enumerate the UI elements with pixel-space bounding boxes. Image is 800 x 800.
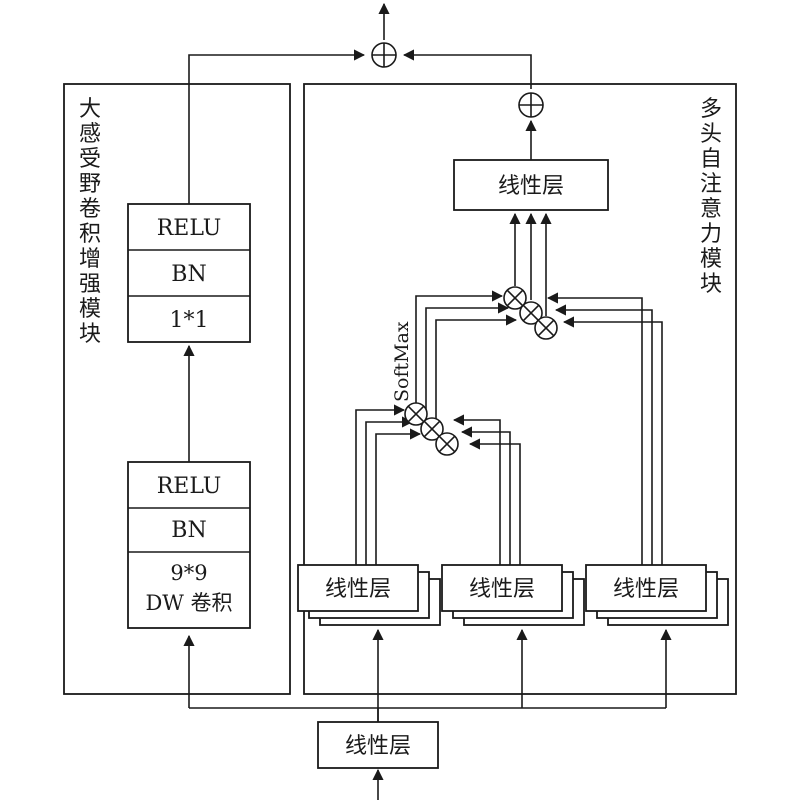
wire-q3 — [375, 428, 422, 565]
wire-left-to-final-add — [188, 49, 366, 204]
wire-k2 — [460, 426, 511, 565]
input-linear-layer: 线性层 — [317, 721, 439, 769]
softmax-label: SoftMax — [391, 321, 413, 402]
conv-1x1-block: RELU BN 1*1 — [127, 203, 251, 343]
wire-v3 — [562, 316, 663, 565]
input-linear-layer-q: 线性层 — [297, 564, 441, 626]
wire-add-to-final-add — [402, 49, 532, 89]
linear-label: 线性层 — [345, 734, 411, 759]
multiply-operator — [435, 432, 459, 456]
conv-size-label: 9*9 — [170, 561, 207, 585]
linear-label: 线性层 — [498, 174, 564, 199]
dw-conv-label: DW 卷积 — [145, 591, 232, 615]
wire-attn3 — [435, 314, 518, 432]
multiply-operator — [404, 402, 428, 426]
linear-label: 线性层 — [613, 577, 679, 602]
left-title-char: 受 — [79, 147, 101, 172]
left-module-title: 大 感 受 野 卷 积 增 强 模 块 — [79, 97, 101, 347]
multiply-operator-group-av — [503, 286, 558, 340]
wire-q1 — [355, 404, 406, 565]
right-title-char: 模 — [700, 247, 722, 272]
wire-k1 — [452, 414, 501, 565]
right-title-char: 多 — [700, 97, 722, 122]
wire-v1 — [546, 292, 643, 565]
left-title-char: 野 — [79, 172, 101, 197]
left-title-char: 大 — [79, 97, 101, 122]
right-title-char: 力 — [700, 222, 722, 247]
multiply-operator — [420, 417, 444, 441]
left-title-char: 积 — [79, 222, 101, 247]
right-title-char: 注 — [700, 172, 722, 197]
right-title-char: 意 — [700, 197, 722, 222]
multiply-operator-group-qk — [404, 402, 459, 456]
left-title-char: 增 — [79, 247, 101, 272]
multiply-operator — [503, 286, 527, 310]
right-title-char: 自 — [700, 147, 722, 172]
linear-label: 线性层 — [325, 577, 391, 602]
left-title-char: 块 — [79, 322, 101, 347]
right-title-char: 块 — [700, 272, 722, 297]
right-module-title: 多 头 自 注 意 力 模 块 — [700, 97, 722, 297]
left-title-char: 模 — [79, 297, 101, 322]
wire-q2 — [365, 416, 414, 565]
bn-label: BN — [171, 262, 206, 287]
multiply-operator — [519, 301, 543, 325]
left-title-char: 感 — [79, 122, 101, 147]
linear-label: 线性层 — [469, 577, 535, 602]
input-linear-layer-k: 线性层 — [441, 564, 585, 626]
output-linear-layer: 线性层 — [453, 159, 609, 211]
left-title-char: 强 — [79, 272, 101, 297]
wire-v2 — [554, 304, 653, 565]
wire-attn1 — [415, 290, 504, 408]
relu-label: RELU — [157, 474, 222, 499]
left-title-char: 卷 — [79, 197, 101, 222]
conv-1x1-label: 1*1 — [170, 308, 209, 333]
input-linear-layer-v: 线性层 — [585, 564, 729, 626]
wire-attn2 — [425, 302, 510, 420]
multiply-operator — [534, 316, 558, 340]
right-title-char: 头 — [700, 122, 722, 147]
attention-add-operator — [518, 92, 544, 118]
relu-label: RELU — [157, 216, 222, 241]
dw-conv-block: RELU BN 9*9 DW 卷积 — [127, 461, 251, 629]
bn-label: BN — [171, 518, 206, 543]
right-module-frame — [303, 83, 737, 695]
wire-k3 — [468, 438, 521, 565]
final-add-operator — [371, 42, 397, 68]
left-module-frame — [63, 83, 291, 695]
